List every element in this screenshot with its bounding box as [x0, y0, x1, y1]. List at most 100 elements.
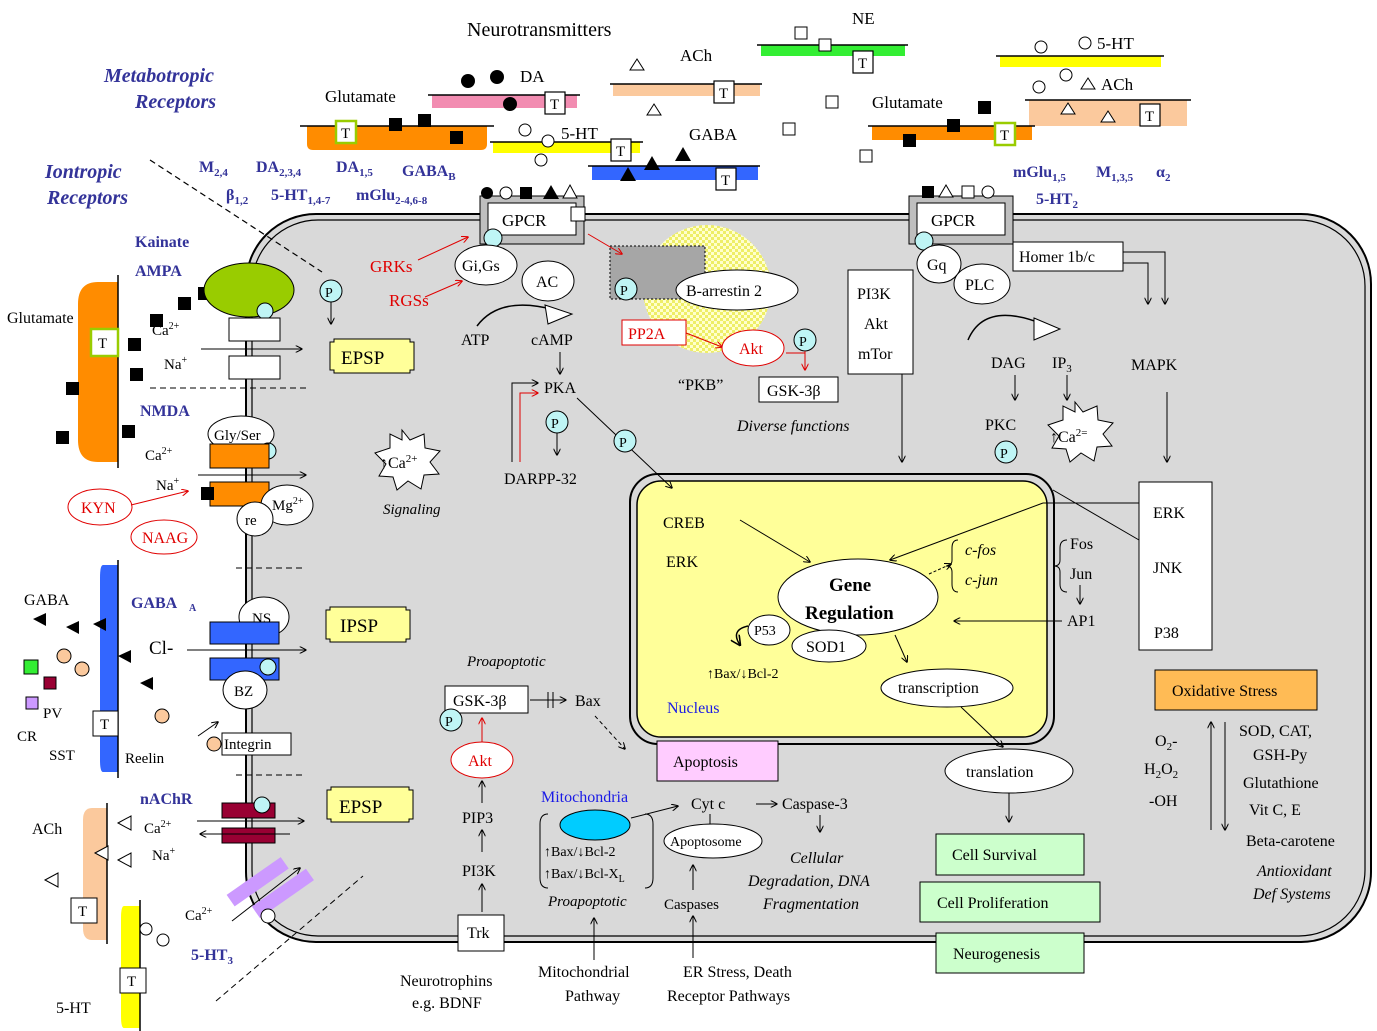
svg-text:Na+: Na+: [164, 355, 188, 373]
svg-text:GPCR: GPCR: [502, 211, 547, 230]
svg-text:Gq: Gq: [927, 257, 947, 274]
svg-text:O2-: O2-: [1155, 733, 1177, 753]
svg-text:↑Bax/↓Bcl-2: ↑Bax/↓Bcl-2: [544, 845, 616, 860]
svg-text:Mitochondrial: Mitochondrial: [538, 964, 630, 981]
svg-text:Degradation, DNA: Degradation, DNA: [747, 873, 870, 890]
svg-text:Caspase-3: Caspase-3: [782, 796, 848, 813]
svg-text:GPCR: GPCR: [931, 211, 976, 230]
svg-text:P: P: [551, 417, 559, 432]
svg-text:Glutathione: Glutathione: [1243, 775, 1319, 792]
svg-text:P53: P53: [754, 624, 776, 639]
svg-text:SOD1: SOD1: [806, 639, 846, 656]
glutamate-label-right: Glutamate: [872, 93, 943, 112]
gene-regulation: [777, 558, 939, 636]
ne-label: NE: [852, 9, 875, 28]
svg-text:M2,4: M2,4: [199, 159, 228, 179]
svg-text:NAAG: NAAG: [142, 530, 189, 547]
svg-text:AP1: AP1: [1067, 613, 1095, 630]
svg-text:Na+: Na+: [156, 476, 180, 494]
gi-gs: [454, 244, 518, 286]
oxidative-stress-box: [1154, 669, 1318, 711]
rgss-label: RGSs: [389, 291, 429, 310]
gaba-terminal-top: GABA T: [588, 125, 760, 191]
svg-text:Gene: Gene: [829, 575, 871, 596]
svg-text:Fos: Fos: [1070, 536, 1093, 553]
metabotropic-label-2: Receptors: [134, 91, 216, 113]
svg-text:Antioxidant: Antioxidant: [1256, 863, 1332, 880]
svg-text:T: T: [616, 144, 625, 160]
svg-text:P: P: [619, 436, 627, 451]
svg-text:ERK: ERK: [666, 554, 698, 571]
svg-text:DA2,3,4: DA2,3,4: [256, 159, 302, 179]
svg-text:AC: AC: [536, 274, 558, 291]
svg-text:Cl-: Cl-: [149, 638, 173, 659]
calcium-burst-right: [1047, 400, 1114, 463]
svg-text:M1,3,5: M1,3,5: [1096, 164, 1134, 184]
epsp-1: [329, 338, 415, 374]
svg-text:T: T: [341, 126, 350, 142]
svg-text:mGlu1,5: mGlu1,5: [1013, 164, 1066, 184]
svg-text:P: P: [799, 335, 807, 350]
svg-text:Pathway: Pathway: [565, 988, 620, 1005]
svg-text:Neurotrophins: Neurotrophins: [400, 973, 492, 990]
svg-text:Akt: Akt: [739, 341, 764, 358]
svg-text:B-arrestin 2: B-arrestin 2: [686, 283, 762, 300]
svg-text:DAG: DAG: [991, 355, 1026, 372]
svg-text:5-HT2: 5-HT2: [1036, 191, 1078, 211]
svg-text:EPSP: EPSP: [339, 797, 382, 818]
metabotropic-subtypes-left: M2,4 DA2,3,4 DA1,5 GABAB β1,2 5-HT1,4-7 …: [199, 159, 456, 207]
trk-box: [457, 914, 505, 952]
svg-text:DA1,5: DA1,5: [336, 159, 373, 179]
svg-text:mGlu2-4,6-8: mGlu2-4,6-8: [356, 187, 428, 207]
svg-text:KYN: KYN: [81, 500, 116, 517]
svg-text:5-HT1,4-7: 5-HT1,4-7: [271, 187, 331, 207]
svg-text:Fragmentation: Fragmentation: [762, 896, 859, 913]
svg-text:Trk: Trk: [467, 925, 490, 942]
grks-label: GRKs: [370, 257, 413, 276]
svg-text:T: T: [858, 56, 867, 72]
apoptosis-box: [656, 740, 779, 782]
svg-text:T: T: [550, 97, 559, 113]
glutamate-terminal-right: Glutamate T: [868, 93, 1035, 147]
kyn-ellipse: [67, 488, 133, 526]
svg-text:Regulation: Regulation: [805, 603, 894, 624]
da-label: DA: [520, 67, 545, 86]
svg-text:T: T: [98, 336, 107, 352]
svg-text:Ca2+: Ca2+: [185, 906, 213, 924]
svg-text:re: re: [245, 513, 257, 529]
epsp-2: [326, 786, 414, 823]
svg-text:Neurogenesis: Neurogenesis: [953, 946, 1040, 963]
svg-text:GSK-3β: GSK-3β: [767, 383, 820, 400]
svg-text:translation: translation: [966, 764, 1034, 781]
calcium-burst-left: [374, 428, 441, 491]
svg-text:Bax: Bax: [575, 693, 601, 710]
svg-text:Def Systems: Def Systems: [1252, 886, 1331, 903]
svg-text:PLC: PLC: [965, 277, 994, 294]
metabotropic-subtypes-right: mGlu1,5 M1,3,5 α2 5-HT2: [1013, 164, 1171, 211]
svg-text:ACh: ACh: [32, 821, 62, 838]
gpcr-left: GPCR: [479, 183, 586, 248]
svg-text:PP2A: PP2A: [628, 326, 666, 343]
ht-terminal-right: 5-HT: [996, 34, 1164, 94]
svg-text:↑Bax/↓Bcl-XL: ↑Bax/↓Bcl-XL: [544, 867, 625, 885]
svg-text:c-jun: c-jun: [965, 572, 998, 589]
svg-text:↑Bax/↓Bcl-2: ↑Bax/↓Bcl-2: [707, 667, 779, 682]
svg-text:P38: P38: [1154, 625, 1179, 642]
svg-text:Proapoptotic: Proapoptotic: [466, 654, 546, 670]
svg-text:β1,2: β1,2: [226, 187, 249, 207]
svg-text:PKC: PKC: [985, 417, 1016, 434]
neurogenesis-box: [935, 932, 1085, 974]
svg-text:GSH-Py: GSH-Py: [1253, 747, 1307, 764]
iontropic-label-2: Receptors: [46, 187, 128, 209]
svg-text:SST: SST: [49, 748, 75, 764]
iontropic-label-1: Iontropic: [44, 161, 122, 183]
svg-text:P: P: [620, 284, 628, 299]
svg-text:P: P: [325, 286, 333, 301]
glutamate-terminal-top: T Glutamate: [300, 87, 494, 150]
svg-text:Ca2+: Ca2+: [145, 446, 173, 464]
svg-text:JNK: JNK: [1153, 560, 1183, 577]
svg-text:Mg2+: Mg2+: [272, 496, 304, 514]
svg-text:↑Ca2+: ↑Ca2+: [380, 453, 418, 472]
svg-text:PI3K: PI3K: [857, 286, 891, 303]
svg-text:Reelin: Reelin: [125, 751, 165, 767]
